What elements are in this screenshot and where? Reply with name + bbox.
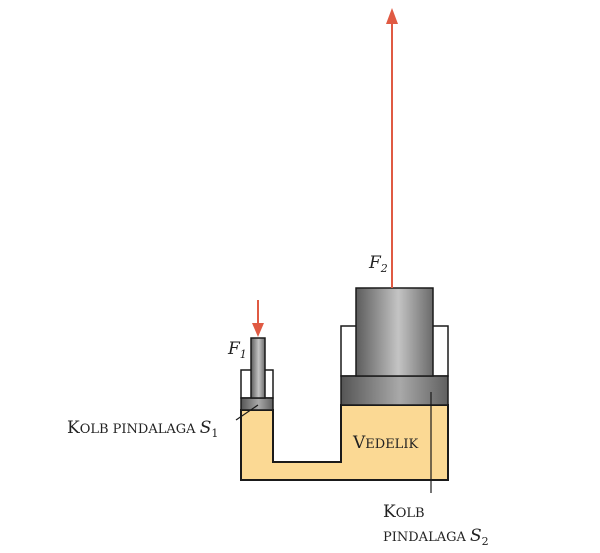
label-liquid: VEDELIK bbox=[352, 433, 418, 453]
small-piston-rod bbox=[250, 337, 266, 399]
large-piston-plate bbox=[340, 375, 449, 406]
label-small-piston-area: KOLB PINDALAGA S1 bbox=[67, 418, 218, 440]
force-arrow-f2 bbox=[386, 8, 398, 288]
label-f1: F1 bbox=[227, 339, 247, 361]
small-piston-plate bbox=[240, 397, 274, 411]
label-f2: F2 bbox=[368, 253, 388, 275]
large-piston-body bbox=[355, 287, 434, 377]
label-large-piston-line1: KOLB bbox=[383, 502, 425, 522]
label-large-piston-line2: PINDALAGA S2 bbox=[383, 526, 489, 548]
leader-line-small-piston bbox=[235, 404, 259, 421]
force-arrow-f1 bbox=[252, 300, 264, 337]
